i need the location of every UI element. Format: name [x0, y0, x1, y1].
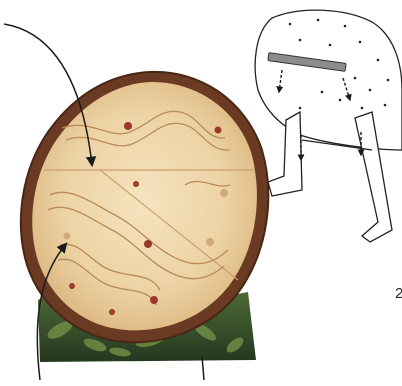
folding-stand — [255, 10, 402, 242]
stand-back-panel — [255, 10, 402, 150]
wood-slice-board — [21, 72, 268, 362]
step-number-label: 2 — [395, 286, 402, 301]
